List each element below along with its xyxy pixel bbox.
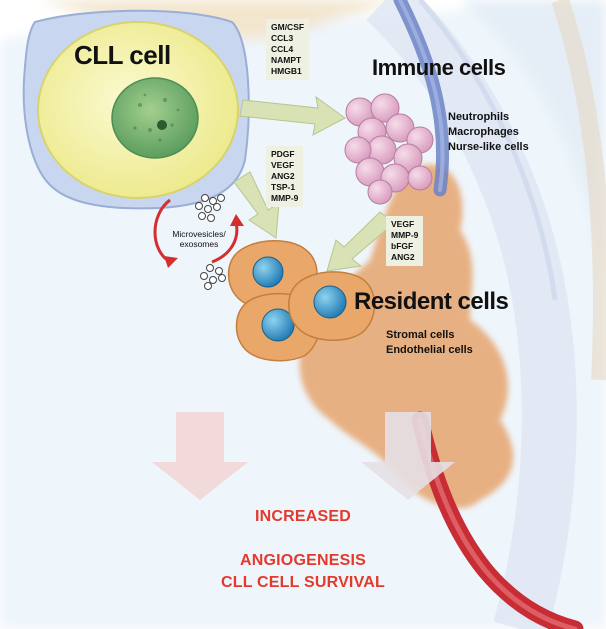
factor-label: CCL4 [271,44,294,54]
factor-label: GM/CSF [271,22,305,32]
cll-cell [22,9,250,210]
blue-vessel [393,0,450,197]
resident-cell-types: Stromal cells Endothelial cells [386,328,473,358]
immune-cell-type: Macrophages [448,126,519,138]
immune-cell-type: Neutrophils [448,111,510,123]
factor-label: VEGF [391,219,415,229]
factor-label: NAMPT [271,55,302,65]
factors-box-immune-to-resident: VEGF MMP-9 bFGF ANG2 [386,216,424,266]
outcome-arrow-left [152,412,248,500]
immune-cell-type: Nurse-like cells [448,141,529,153]
resident-cell-cluster [227,240,376,362]
factor-label: PDGF [271,149,295,159]
arrow-cll-to-immune [239,95,346,136]
resident-cell-type: Stromal cells [386,329,455,341]
arrow-cll-to-resident [233,171,280,239]
immune-cell-types: Neutrophils Macrophages Nurse-like cells [448,110,529,155]
factor-label: HMGB1 [271,66,302,76]
outcome-line-1: INCREASED [254,508,352,525]
vesicles-label: Microvesicles/ exosomes [164,229,234,249]
factors-box-cll-to-immune: GM/CSF CCL3 CCL4 NAMPT HMGB1 [266,19,310,80]
outcome-line-2: ANGIOGENESIS [240,552,366,569]
vesicles-label-line: Microvesicles/ [172,229,226,239]
cll-cell-title: CLL cell [74,40,171,70]
resident-cells-title: Resident cells [354,288,509,315]
factor-label: ANG2 [271,171,295,181]
vesicles-label-line: exosomes [179,239,219,249]
outcome-arrow-right [361,412,455,500]
factor-label: CCL3 [271,33,294,43]
factor-label: TSP-1 [271,182,296,192]
resident-cell-type: Endothelial cells [386,344,473,356]
factor-label: VEGF [271,160,295,170]
factor-label: bFGF [391,241,414,251]
immune-cells-title: Immune cells [372,55,506,80]
immune-cell-cluster [344,93,434,205]
factors-box-cll-to-resident: PDGF VEGF ANG2 TSP-1 MMP-9 [266,146,304,207]
factor-label: MMP-9 [391,230,419,240]
outcome-line-3: CLL CELL SURVIVAL [220,574,385,591]
vesicles [195,194,226,290]
factor-label: MMP-9 [271,193,299,203]
vesicle-cycle-arrows [153,198,244,268]
factor-label: ANG2 [391,252,415,262]
tissue-band [366,0,606,629]
stromal-tissue [299,164,514,509]
